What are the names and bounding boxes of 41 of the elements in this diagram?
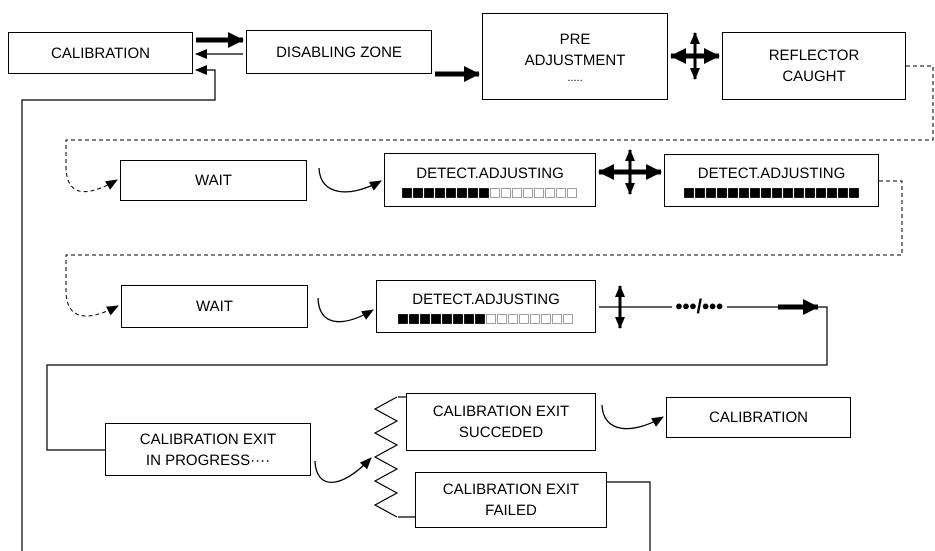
state-label: CALIBRATION xyxy=(51,44,150,64)
state-label: CALIBRATION xyxy=(709,408,808,428)
curved-arrow xyxy=(601,404,664,430)
dashed-curved-arrow xyxy=(66,180,902,317)
state-box xyxy=(105,423,311,476)
state-label: WAIT xyxy=(196,297,233,317)
arrow xyxy=(435,66,480,82)
state-box xyxy=(664,154,879,207)
state-label: CALIBRATION EXIT IN PROGRESS···· xyxy=(138,430,278,470)
four-way-arrow xyxy=(670,32,720,80)
state-box xyxy=(121,285,308,328)
ellipsis-text: ..... xyxy=(567,70,583,84)
state-label: CALIBRATION EXIT SUCCEDED xyxy=(432,402,570,443)
state-label: PRE ADJUSTMENT xyxy=(524,30,626,70)
arrow xyxy=(599,285,819,329)
state-box xyxy=(384,153,596,207)
state-box xyxy=(482,13,668,100)
zigzag-spring-symbol xyxy=(374,394,398,520)
state-label: DETECT.ADJUSTING xyxy=(698,164,846,184)
state-box xyxy=(415,472,607,528)
arrow xyxy=(196,32,244,48)
state-box xyxy=(376,280,596,333)
state-box xyxy=(722,32,906,100)
dashed-curved-arrow xyxy=(66,66,934,192)
four-way-arrow xyxy=(598,149,662,195)
arrow xyxy=(195,49,243,59)
state-label: WAIT xyxy=(195,171,232,191)
arrow xyxy=(21,65,216,551)
state-label: DISABLING ZONE xyxy=(276,42,402,62)
state-box xyxy=(666,397,851,438)
state-box xyxy=(120,160,307,201)
curved-arrow xyxy=(314,457,372,483)
curved-arrow xyxy=(317,298,374,322)
state-box xyxy=(8,32,193,74)
curved-arrow xyxy=(318,168,382,192)
state-box xyxy=(246,30,432,74)
state-box xyxy=(406,393,596,451)
state-label: REFLECTOR CAUGHT xyxy=(768,46,860,87)
state-label: DETECT.ADJUSTING xyxy=(416,164,564,184)
state-label: CALIBRATION EXIT FAILED xyxy=(442,480,580,521)
state-label: DETECT.ADJUSTING xyxy=(412,290,560,310)
